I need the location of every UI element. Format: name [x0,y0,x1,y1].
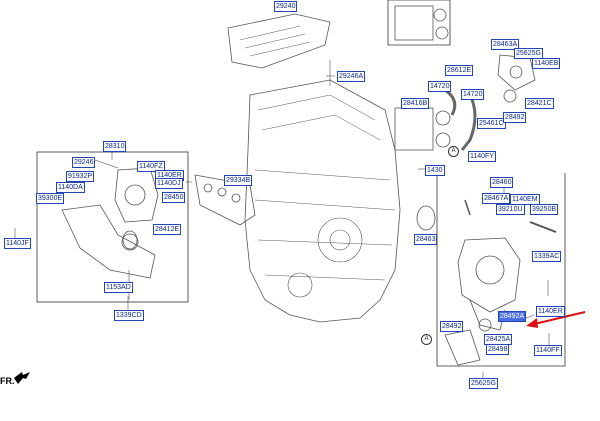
part-label-1140jf: 1140JF [4,238,31,249]
part-label-28463: 28463 [414,234,438,245]
part-label-39210u: 39210U [496,204,525,215]
part-label-39300e: 39300E [36,193,65,204]
intake-pipe [61,204,156,279]
part-label-28492a-highlighted: 28492A [498,311,527,322]
part-label-1140fz: 1140FZ [137,161,165,172]
egr-cooler-top [394,5,434,41]
part-label-28492-bottom: 28492 [440,321,464,332]
gasket [416,205,436,231]
part-label-28421c: 28421C [525,98,554,109]
part-label-91932p: 91932P [66,171,95,182]
part-label-29246a: 29246A [337,71,366,82]
part-label-28460: 28460 [490,177,514,188]
part-label-28310: 28310 [103,141,127,152]
part-label-29334b: 29334B [224,175,253,186]
throttle-body [114,167,159,223]
highlight-arrow [526,311,586,328]
part-label-29246: 29246 [72,157,96,168]
front-direction-label: FR. [0,376,15,386]
part-label-14720-right: 14720 [461,89,485,100]
engine-block [244,79,401,323]
part-label-25461c: 25461C [477,118,506,129]
part-label-29240: 29240 [274,1,298,12]
part-label-25625g-bottom: 25625G [469,378,498,389]
part-label-39250b: 39250B [530,204,559,215]
part-label-1140em: 1140EM [510,194,540,205]
part-label-14720-left: 14720 [428,81,452,92]
part-label-28416b: 28416B [401,98,430,109]
egr-group-box [436,173,566,367]
part-label-1430: 1430 [425,165,445,176]
part-label-1140er-right: 1140ER [536,306,565,317]
egr-pipe [444,329,481,366]
part-label-28612e: 28612E [445,65,474,76]
front-arrow-icon [14,372,30,384]
coolant-hose [444,88,457,116]
part-label-1140da: 1140DA [56,182,85,193]
callout-a-bottom: A [421,334,432,345]
throttle-group-box [36,151,189,303]
part-label-28498: 28498 [486,344,510,355]
part-label-25625g: 25625G [514,48,543,59]
egr-cooler [394,107,434,151]
part-label-1339cd: 1339CD [114,310,144,321]
part-label-28450: 28450 [162,192,186,203]
part-label-28412e: 28412E [153,224,182,235]
egr-valve [497,54,536,91]
part-label-28492-top: 28492 [503,112,527,123]
egr-module [457,237,521,313]
callout-a-top: A [448,146,459,157]
part-label-1140dj: 1140DJ [155,178,183,189]
part-label-28463a: 28463A [491,39,520,50]
part-label-1339ac: 1339AC [532,251,562,262]
engine-cover [227,13,331,69]
part-label-1140ff: 1140FF [534,345,562,356]
part-label-28467a: 28467A [482,193,511,204]
part-label-1140fy: 1140FY [468,151,496,162]
part-label-1140eb: 1140EB [532,58,561,69]
part-label-1153ad: 1153AD [104,282,133,293]
